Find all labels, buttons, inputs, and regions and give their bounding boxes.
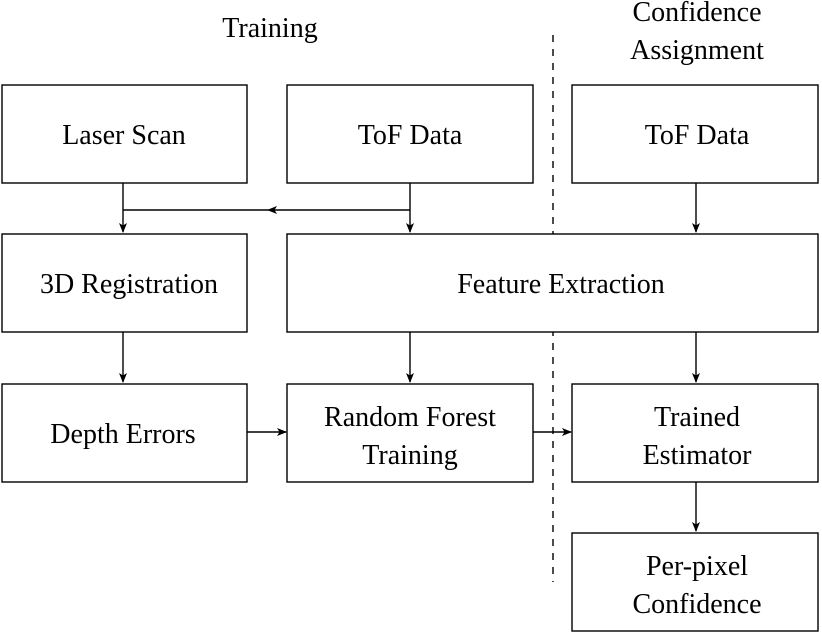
node-per-pixel-confidence-box [571,532,819,632]
node-per-pixel-confidence: Per-pixel Confidence [571,532,819,632]
node-tof-data-confidence: ToF Data [571,84,819,184]
node-feature-extraction-label: Feature Extraction [457,269,665,300]
node-random-forest-training-box [286,383,534,483]
node-3d-registration: 3D Registration [1,233,248,333]
node-tof-data-training-label: ToF Data [358,120,463,151]
edges [119,183,700,532]
node-per-pixel-confidence-label-line1: Per-pixel [646,551,748,582]
node-tof-data-training-box [286,84,534,184]
node-3d-registration-label: 3D Registration [40,269,218,300]
node-depth-errors-box [1,383,248,483]
section-title-confidence-line2: Assignment [630,35,764,66]
node-laser-scan-label: Laser Scan [62,120,186,151]
node-laser-scan-box [1,84,248,184]
node-tof-data-training: ToF Data [286,84,534,184]
node-trained-estimator-label-line1: Trained [654,402,740,433]
node-per-pixel-confidence-label-line2: Confidence [632,589,761,620]
node-trained-estimator-box [571,383,819,483]
node-tof-data-confidence-label: ToF Data [645,120,750,151]
node-random-forest-training-label-line1: Random Forest [324,402,496,433]
section-title-training: Training [222,13,317,44]
section-title-confidence-line1: Confidence [632,0,761,28]
node-random-forest-training: Random Forest Training [286,383,534,483]
node-trained-estimator: Trained Estimator [571,383,819,483]
node-laser-scan: Laser Scan [1,84,248,184]
node-depth-errors: Depth Errors [1,383,248,483]
node-tof-data-confidence-box [571,84,819,184]
node-random-forest-training-label-line2: Training [362,440,457,471]
node-feature-extraction: Feature Extraction [286,233,819,333]
node-3d-registration-box [1,233,248,333]
node-trained-estimator-label-line2: Estimator [643,440,753,471]
node-feature-extraction-box [286,233,819,333]
node-depth-errors-label: Depth Errors [50,419,195,450]
